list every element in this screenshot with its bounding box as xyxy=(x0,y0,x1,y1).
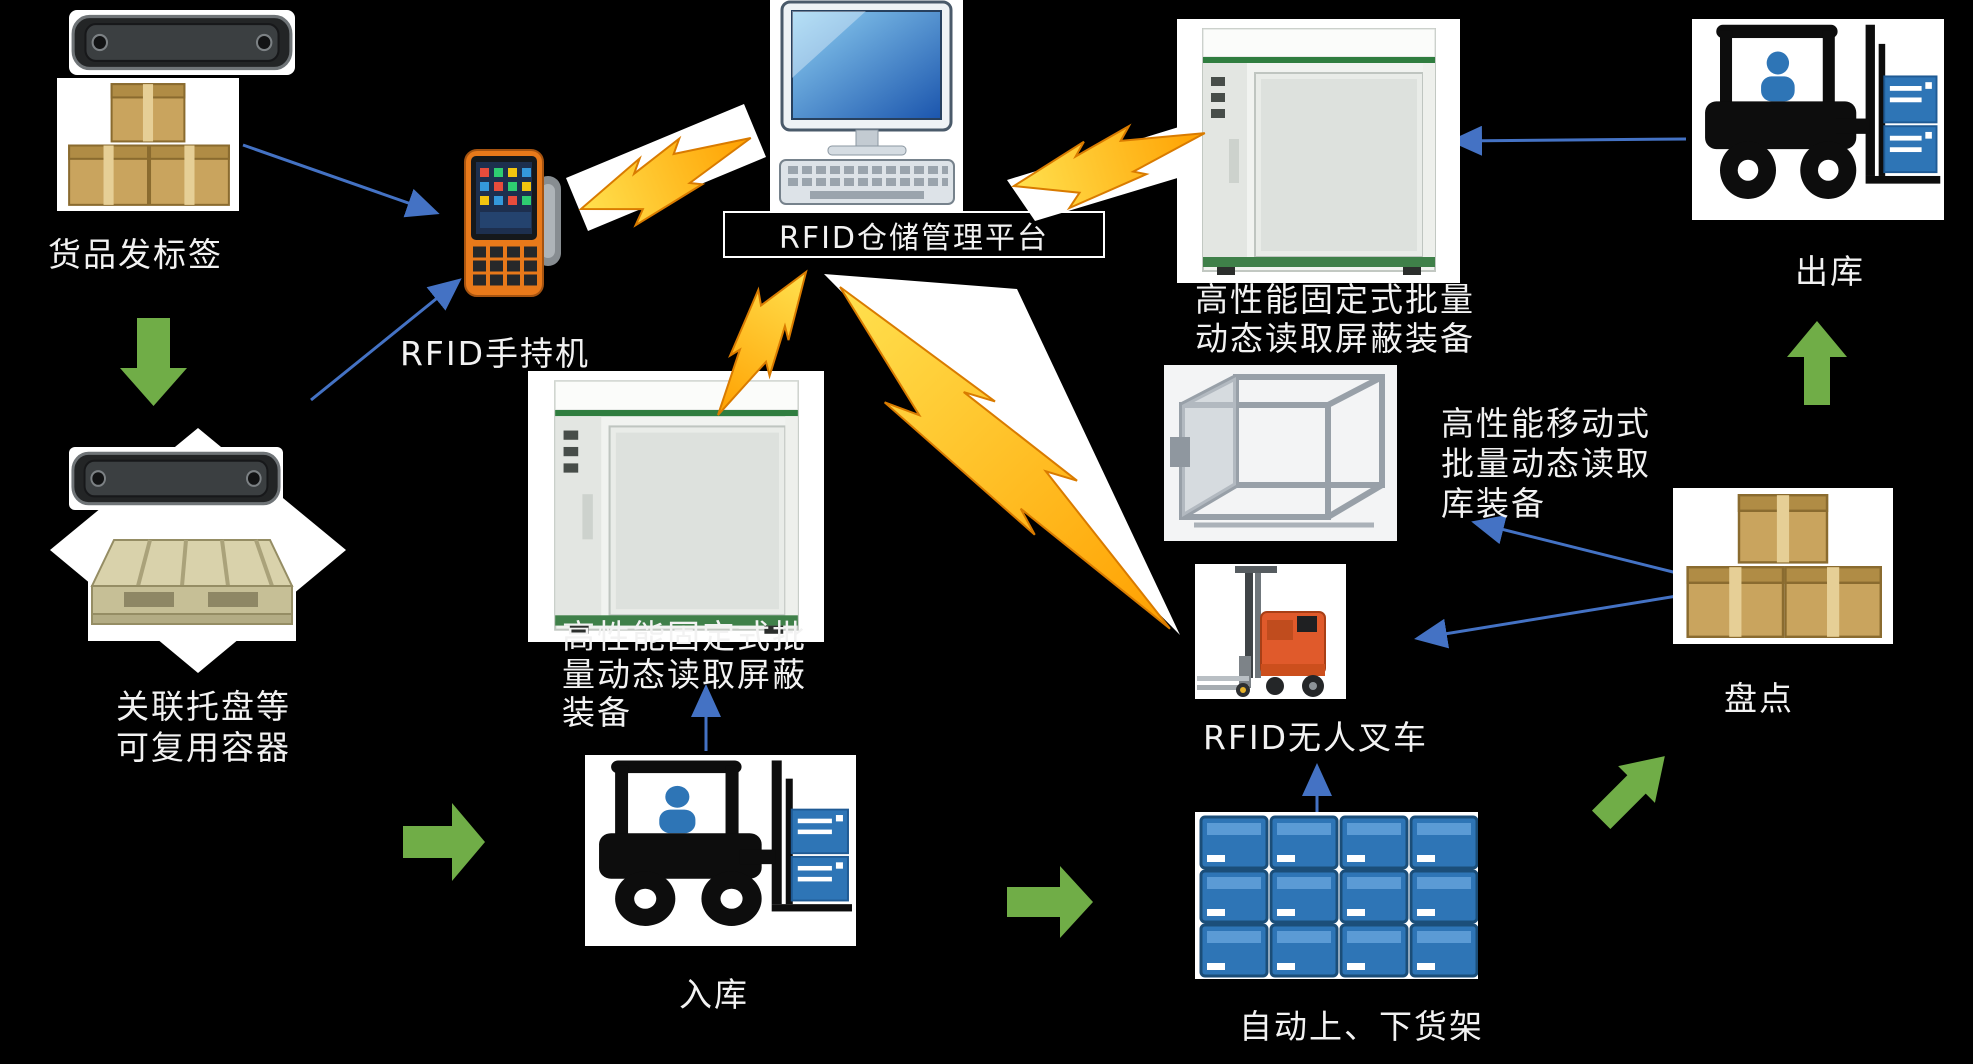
blue-arrows xyxy=(242,125,1687,812)
agv-forklift-illustration xyxy=(1196,565,1326,698)
label-gate-right: 高性能固定式批量 动态读取屏蔽装备 xyxy=(1195,280,1475,358)
pallet-card xyxy=(88,528,296,641)
green-arrows xyxy=(120,318,1847,938)
desktop-computer-illustration xyxy=(770,0,963,211)
green-arrow-up-to-outbound xyxy=(1787,321,1847,405)
stocktake-boxes-card xyxy=(1673,488,1893,644)
outbound-forklift-card xyxy=(1692,19,1944,220)
label-outbound: 出库 xyxy=(1795,252,1865,291)
label-line: 可复用容器 xyxy=(116,728,291,767)
diamond-rfid-tag-card xyxy=(69,447,283,510)
label-agv: RFID无人叉车 xyxy=(1203,718,1429,757)
blue-arrow-stocktake-to-mobile-frame xyxy=(1471,514,1678,575)
blue-arrow-boxes-to-handheld xyxy=(242,143,440,218)
mobile-frame-illustration xyxy=(1164,365,1397,541)
label-goods-tag: 货品发标签 xyxy=(48,235,223,274)
label-gate-center: 高性能固定式批 量动态读取屏蔽 装备 xyxy=(562,618,807,732)
label-line: 关联托盘等 xyxy=(116,687,291,726)
label-handheld: RFID手持机 xyxy=(400,334,591,373)
gate-center-card xyxy=(528,371,824,642)
rfid-tag-illustration xyxy=(71,14,293,71)
rfid-handheld-illustration xyxy=(459,148,566,299)
blue-arrow-outbound-to-gate xyxy=(1449,125,1687,156)
green-arrow-right-to-racking xyxy=(1007,866,1093,938)
goods-boxes-card xyxy=(57,78,239,211)
green-arrow-down-tag-to-pallet xyxy=(120,318,187,406)
blue-arrow-stocktake-to-agv xyxy=(1414,594,1678,649)
carton-boxes-illustration xyxy=(1686,493,1883,639)
mobile-frame-card xyxy=(1164,365,1397,541)
pallet-illustration xyxy=(90,538,294,626)
platform-title-box: RFID仓储管理平台 xyxy=(723,211,1105,258)
label-stocktake: 盘点 xyxy=(1724,679,1794,718)
label-line: 高性能固定式批 xyxy=(562,617,807,656)
rfid-tag-illustration xyxy=(71,451,281,506)
platform-title: RFID仓储管理平台 xyxy=(778,220,1050,256)
label-line: 量动态读取屏蔽 xyxy=(562,655,807,694)
label-line: 装备 xyxy=(562,693,632,732)
forklift-illustration xyxy=(598,759,853,927)
label-racking: 自动上、下货架 xyxy=(1239,1007,1484,1046)
label-reusable-container: 关联托盘等 可复用容器 xyxy=(116,686,291,768)
green-arrow-right-to-inbound xyxy=(403,803,485,881)
label-line: 高性能固定式批量 xyxy=(1195,280,1475,319)
reading-gate-illustration xyxy=(554,380,799,635)
label-inbound: 入库 xyxy=(679,975,749,1014)
white-wedge-agv-link xyxy=(824,274,1180,635)
carton-boxes-illustration xyxy=(68,83,230,206)
label-line: 动态读取屏蔽装备 xyxy=(1195,319,1475,358)
label-line: 高性能移动式 xyxy=(1441,404,1651,443)
storage-racks-illustration xyxy=(1195,812,1478,979)
agv-forklift-card xyxy=(1195,564,1346,699)
platform-computer-card xyxy=(770,0,963,211)
forklift-illustration xyxy=(1704,23,1942,200)
label-line: 库装备 xyxy=(1441,484,1546,523)
racking-card xyxy=(1195,812,1478,979)
green-arrow-diagonal-to-stocktake xyxy=(1591,756,1665,830)
rfid-tag-card xyxy=(69,10,295,75)
inbound-forklift-card xyxy=(585,755,856,946)
handheld-terminal xyxy=(459,148,566,299)
gate-right-card xyxy=(1177,19,1460,283)
label-mobile-equipment: 高性能移动式 批量动态读取 库装备 xyxy=(1441,404,1651,524)
blue-arrow-pallet-to-handheld xyxy=(310,278,462,402)
label-line: 批量动态读取 xyxy=(1441,444,1651,483)
reading-gate-illustration xyxy=(1202,28,1436,276)
